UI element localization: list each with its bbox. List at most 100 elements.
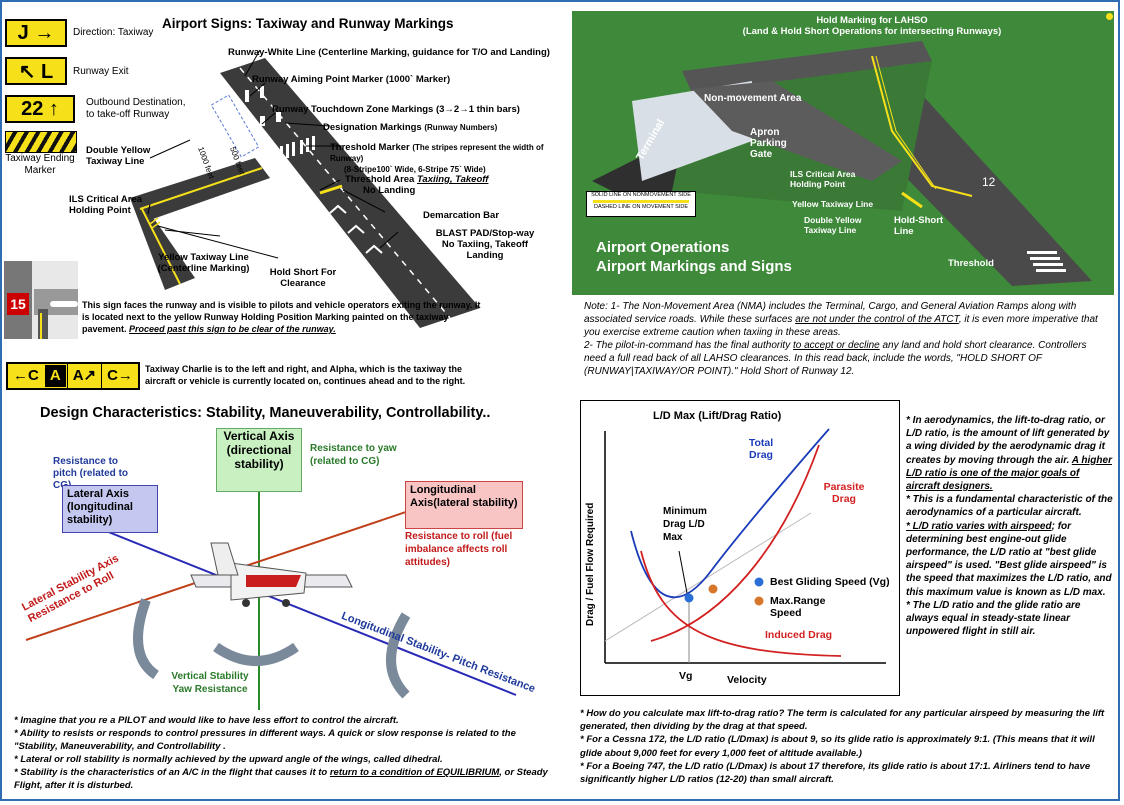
taxiway-ending-marker: [5, 131, 77, 153]
side-note-1-underline: A higher L/D ratio is one of the major g…: [906, 454, 1112, 493]
total-drag-curve: [630, 428, 830, 599]
stability-axes-diagram: [25, 465, 517, 710]
note-1-text: Note: 1- The Non-Movement Area (NMA) inc…: [584, 301, 1077, 325]
operations-title-line2: Airport Markings and Signs: [596, 258, 792, 275]
taxiway-ending-label: Taxiway Ending Marker: [5, 153, 75, 176]
threshold-stripes: [280, 136, 315, 160]
bullet-4-underline: return to a condition of EQUILIBRIUM: [329, 767, 500, 778]
bullet-4-end: , or Steady Flight, after it is disturbe…: [14, 767, 548, 791]
induced-drag-label: Induced Drag: [765, 629, 833, 641]
total-drag-label: Total Drag: [748, 437, 774, 461]
white-line-callout: Runway-White Line (Centerline Marking, g…: [228, 47, 550, 58]
designation-sublabel: (Runway Numbers): [424, 123, 498, 132]
bullet-3: * Lateral or roll stability is normally …: [14, 754, 443, 765]
threshold-label: Threshold Marker: [330, 142, 410, 153]
note-2-text: 2- The pilot-in-command has the final au…: [584, 340, 793, 351]
induced-drag-curve: [640, 550, 842, 657]
hold-position-illustration: 15: [4, 261, 78, 339]
runway-surface: [220, 58, 480, 328]
max-range-point: [708, 584, 718, 594]
yellow-taxiway-line: [871, 55, 973, 197]
yaw-arrow: [213, 642, 299, 666]
airport-layout-graphic: 12 Terminal: [592, 41, 1092, 286]
double-yellow-callout: Double Yellow Taxiway Line: [86, 145, 151, 167]
lahso-label: Hold Marking for LAHSO(Land & Hold Short…: [722, 15, 1022, 37]
taxiway-charlie-sign: ←C A A↗ C→: [6, 362, 140, 390]
info-marker-icon: [1106, 13, 1113, 20]
lahso-title: Hold Marking for LAHSO: [816, 15, 928, 26]
pitch-arrow: [386, 612, 411, 699]
longitudinal-axis-box: Longitudinal Axis(lateral stability): [405, 481, 523, 529]
nma-note: Note: 1- The Non-Movement Area (NMA) inc…: [584, 300, 1111, 378]
signs-title: Airport Signs: Taxiway and Runway Markin…: [162, 16, 454, 31]
note-1: Note: 1- The Non-Movement Area (NMA) inc…: [584, 300, 1111, 339]
design-title: Design Characteristics: Stability, Maneu…: [40, 405, 491, 421]
side-note-4: * The L/D ratio and the glide ratio are …: [906, 599, 1081, 638]
runway-15-sign: 15: [7, 293, 29, 315]
sign-a-right: A↗: [66, 364, 102, 388]
line-legend: SOLID LINE ON NONMOVEMENT SIDE DASHED LI…: [586, 191, 696, 217]
bottom-note-2: * For a Cessna 172, the L/D ratio (L/Dma…: [580, 734, 1095, 759]
chevrons: [329, 204, 383, 254]
runway-diagram: 1000 feet 500 feet: [130, 49, 480, 328]
bullet-2: * Ability to resists or responds to cont…: [14, 728, 516, 752]
lateral-axis-box: Lateral Axis (longitudinal stability): [62, 485, 158, 533]
hold-short-line-label: Hold-Short Line: [894, 215, 944, 237]
min-drag-label: Minimum Drag L/D Max: [663, 506, 707, 543]
designation-callout: Designation Markings (Runway Numbers): [323, 122, 497, 133]
resist-yaw-label: Resistance to yaw (related to CG): [310, 443, 397, 467]
vertical-stability-label: Vertical Stability Yaw Resistance: [171, 671, 249, 695]
runway-exit-label: Runway Exit: [73, 66, 129, 77]
ld-chart: L/D Max (Lift/Drag Ratio) Drag / Fuel Fl…: [585, 410, 886, 686]
runway-exit-sign: ↖ L: [5, 57, 67, 85]
stability-bullets: * Imagine that you re a PILOT and would …: [14, 714, 549, 792]
apron-label: Apron Parking Gate: [750, 127, 787, 160]
non-movement-label: Non-movement Area: [704, 93, 802, 104]
taxiway-lower: [130, 198, 195, 290]
airplane-icon: [190, 542, 353, 607]
callout-arrows: [147, 49, 399, 259]
bottom-note-3: * For a Boeing 747, the L/D ratio (L/Dma…: [580, 760, 1091, 786]
threshold-area-allowed: Taxiing, Takeoff: [416, 174, 489, 185]
roll-arrow: [133, 598, 160, 680]
hold-sign-desc-text: This sign faces the runway and is visibl…: [82, 300, 481, 334]
best-glide-point: [684, 593, 694, 603]
sign-a-location: A: [43, 364, 67, 388]
airport-operations-panel: 12 Terminal Hold Marking for LAHSO(Land …: [572, 11, 1114, 295]
bullet-1: * Imagine that you re a PILOT and would …: [14, 715, 399, 726]
operations-title-line1: Airport Operations: [596, 239, 730, 256]
best-glide-legend: Best Gliding Speed (Vg): [770, 576, 890, 588]
resist-roll-label: Resistance to roll (fuel imbalance affec…: [405, 531, 513, 568]
taxiway-yellow-line: [139, 167, 263, 210]
blast-pad-callout: BLAST PAD/Stop-way No Taxiing, Takeoff L…: [435, 228, 535, 261]
parasite-drag-curve: [650, 444, 820, 642]
chart-title: L/D Max (Lift/Drag Ratio): [653, 410, 782, 422]
direction-sign-label: Direction: Taxiway: [73, 27, 154, 38]
touchdown-callout: Runway Touchdown Zone Markings (3→2→1 th…: [272, 104, 520, 115]
direction-sign: J →: [5, 19, 67, 47]
hold-short-line: [901, 191, 923, 209]
airplane-icon: [50, 301, 78, 307]
designation-label: Designation Markings: [323, 122, 422, 133]
threshold-label: Threshold: [948, 258, 994, 269]
hold-sign-proceed: Proceed past this sign to be clear of th…: [129, 324, 336, 334]
ils-critical-callout: ILS Critical Area Holding Point: [69, 194, 143, 216]
y-axis-label: Drag / Fuel Flow Required: [585, 503, 596, 626]
yellow-taxiway-callout: Yellow Taxiway Line (Centerline Marking): [157, 252, 250, 274]
ld-bottom-notes: * How do you calculate max lift-to-drag …: [580, 707, 1115, 786]
aiming-point-callout: Runway Aiming Point Marker (1000` Marker…: [252, 74, 451, 85]
ils-area-label: ILS Critical Area Holding Point: [790, 169, 856, 189]
ld-side-notes: * In aerodynamics, the lift-to-drag rati…: [906, 414, 1114, 638]
hold-short-bars: [149, 217, 161, 229]
side-note-3-underline: * L/D ratio varies with airspeed: [906, 520, 1052, 532]
outbound-destination-sign: 22 ↑: [5, 95, 75, 123]
charlie-description: Taxiway Charlie is to the left and right…: [145, 364, 466, 386]
note-2-end: any land and hold short clearance. Contr…: [584, 340, 1087, 377]
demarcation-bar: [319, 184, 343, 195]
longitudinal-axis-line: [65, 514, 517, 696]
bullet-4-text: * Stability is the characteristics of an…: [14, 767, 330, 778]
dashed-line-legend: DASHED LINE ON MOVEMENT SIDE: [593, 204, 689, 210]
